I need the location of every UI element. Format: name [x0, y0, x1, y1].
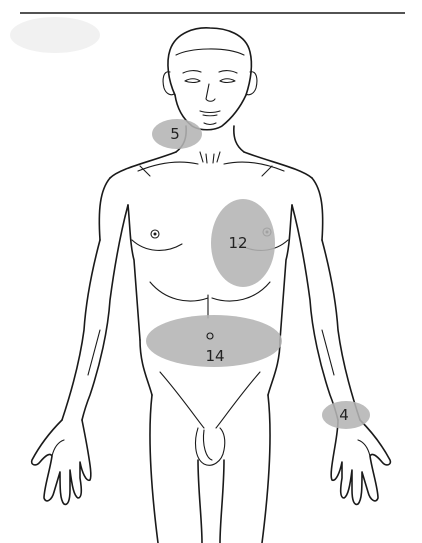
region-neck[interactable]: 5 [152, 119, 202, 149]
region-wrist-label: 4 [339, 406, 349, 424]
right-arm [292, 205, 390, 504]
neck-shoulders [110, 126, 312, 178]
pelvis-legs [150, 395, 270, 543]
region-abdomen[interactable]: 14 [146, 315, 282, 367]
head [163, 28, 257, 130]
left-arm [32, 205, 128, 504]
region-neck-label: 5 [170, 125, 180, 143]
background-smudge [10, 17, 100, 53]
region-chest-label: 12 [228, 234, 247, 252]
torso [99, 178, 322, 428]
region-wrist[interactable]: 4 [322, 401, 370, 429]
region-abdomen-label: 14 [205, 347, 224, 365]
region-chest[interactable]: 12 [211, 199, 275, 287]
